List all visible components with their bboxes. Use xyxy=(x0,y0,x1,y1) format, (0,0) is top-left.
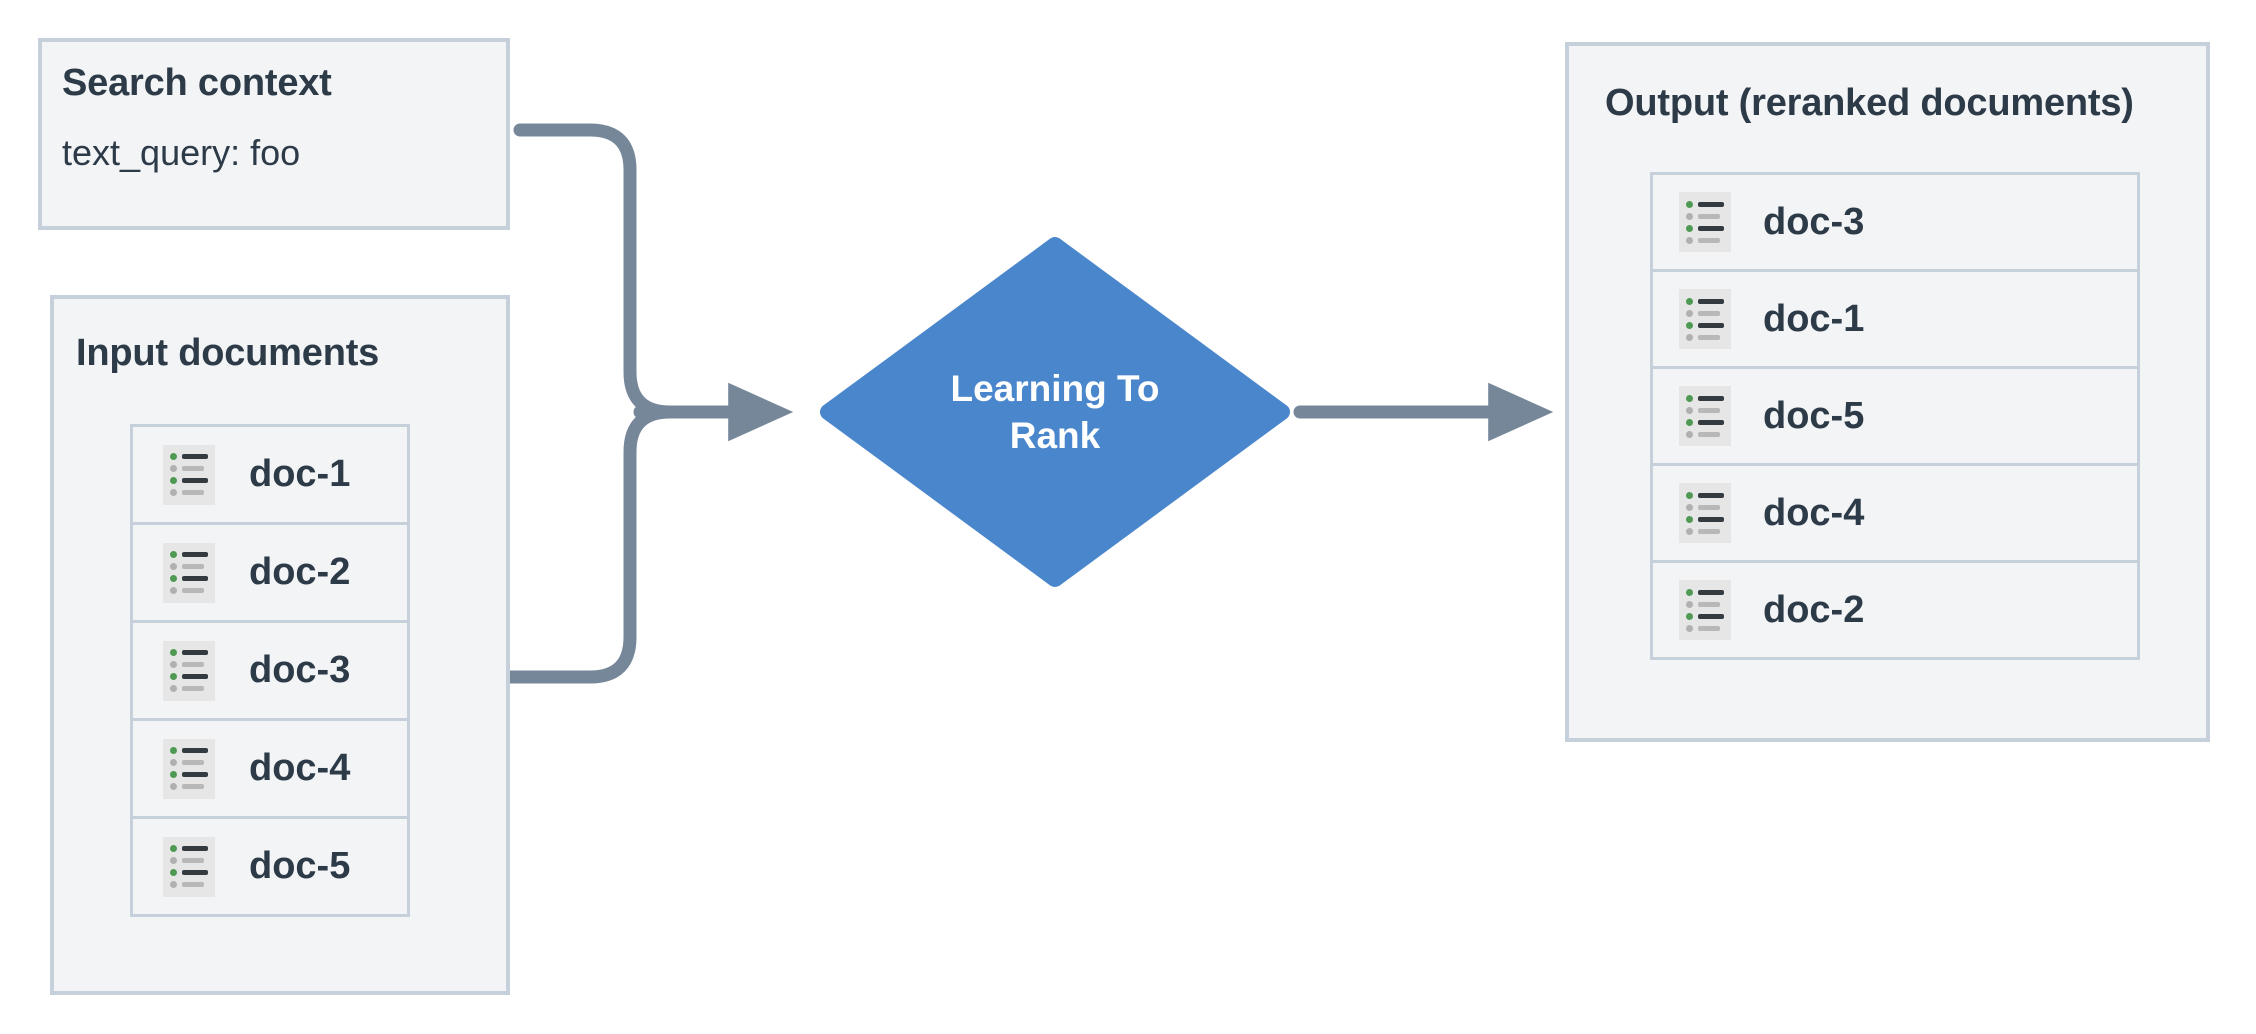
search-context-query-text: text_query: foo xyxy=(62,132,301,173)
search-context-panel xyxy=(38,38,510,230)
output-document-label: doc-2 xyxy=(1763,588,1865,631)
output-document-label: doc-1 xyxy=(1763,297,1865,340)
input-document-label: doc-4 xyxy=(249,747,351,789)
diamond-shape-icon xyxy=(820,237,1290,587)
document-list-icon xyxy=(1679,580,1731,640)
output-document-label: doc-5 xyxy=(1763,394,1865,437)
input-document-row[interactable]: doc-4 xyxy=(130,718,410,819)
input-document-row[interactable]: doc-3 xyxy=(130,620,410,721)
document-list-icon xyxy=(1679,386,1731,446)
edge-input-documents-to-ltr xyxy=(498,405,677,684)
input-documents-title: Input documents xyxy=(76,332,380,374)
search-context-title: Search context xyxy=(62,62,332,104)
input-document-label: doc-3 xyxy=(249,649,351,691)
input-document-row[interactable]: doc-5 xyxy=(130,816,410,917)
document-list-icon xyxy=(163,542,215,603)
output-document-row[interactable]: doc-1 xyxy=(1650,269,2140,369)
document-list-icon xyxy=(163,738,215,799)
document-list-icon xyxy=(163,640,215,701)
output-document-row[interactable]: doc-4 xyxy=(1650,463,2140,563)
output-document-row[interactable]: doc-5 xyxy=(1650,366,2140,466)
output-documents-list: doc-3 doc-1 doc-5 doc-4 doc-2 xyxy=(1650,172,2140,660)
output-document-row[interactable]: doc-2 xyxy=(1650,560,2140,660)
output-documents-title: Output (reranked documents) xyxy=(1605,82,2134,124)
learning-to-rank-node[interactable]: Learning To Rank xyxy=(820,237,1290,587)
input-document-row[interactable]: doc-1 xyxy=(130,424,410,525)
output-document-row[interactable]: doc-3 xyxy=(1650,172,2140,272)
edge-search-context-to-ltr xyxy=(513,123,677,419)
document-list-icon xyxy=(1679,192,1731,252)
document-list-icon xyxy=(163,836,215,897)
output-document-label: doc-4 xyxy=(1763,491,1865,534)
document-list-icon xyxy=(1679,289,1731,349)
input-document-label: doc-5 xyxy=(249,845,351,887)
output-document-label: doc-3 xyxy=(1763,200,1865,243)
input-documents-list: doc-1 doc-2 doc-3 doc-4 doc-5 xyxy=(130,424,410,917)
document-list-icon xyxy=(163,444,215,505)
document-list-icon xyxy=(1679,483,1731,543)
input-document-label: doc-2 xyxy=(249,551,351,593)
input-document-row[interactable]: doc-2 xyxy=(130,522,410,623)
input-document-label: doc-1 xyxy=(249,453,351,495)
